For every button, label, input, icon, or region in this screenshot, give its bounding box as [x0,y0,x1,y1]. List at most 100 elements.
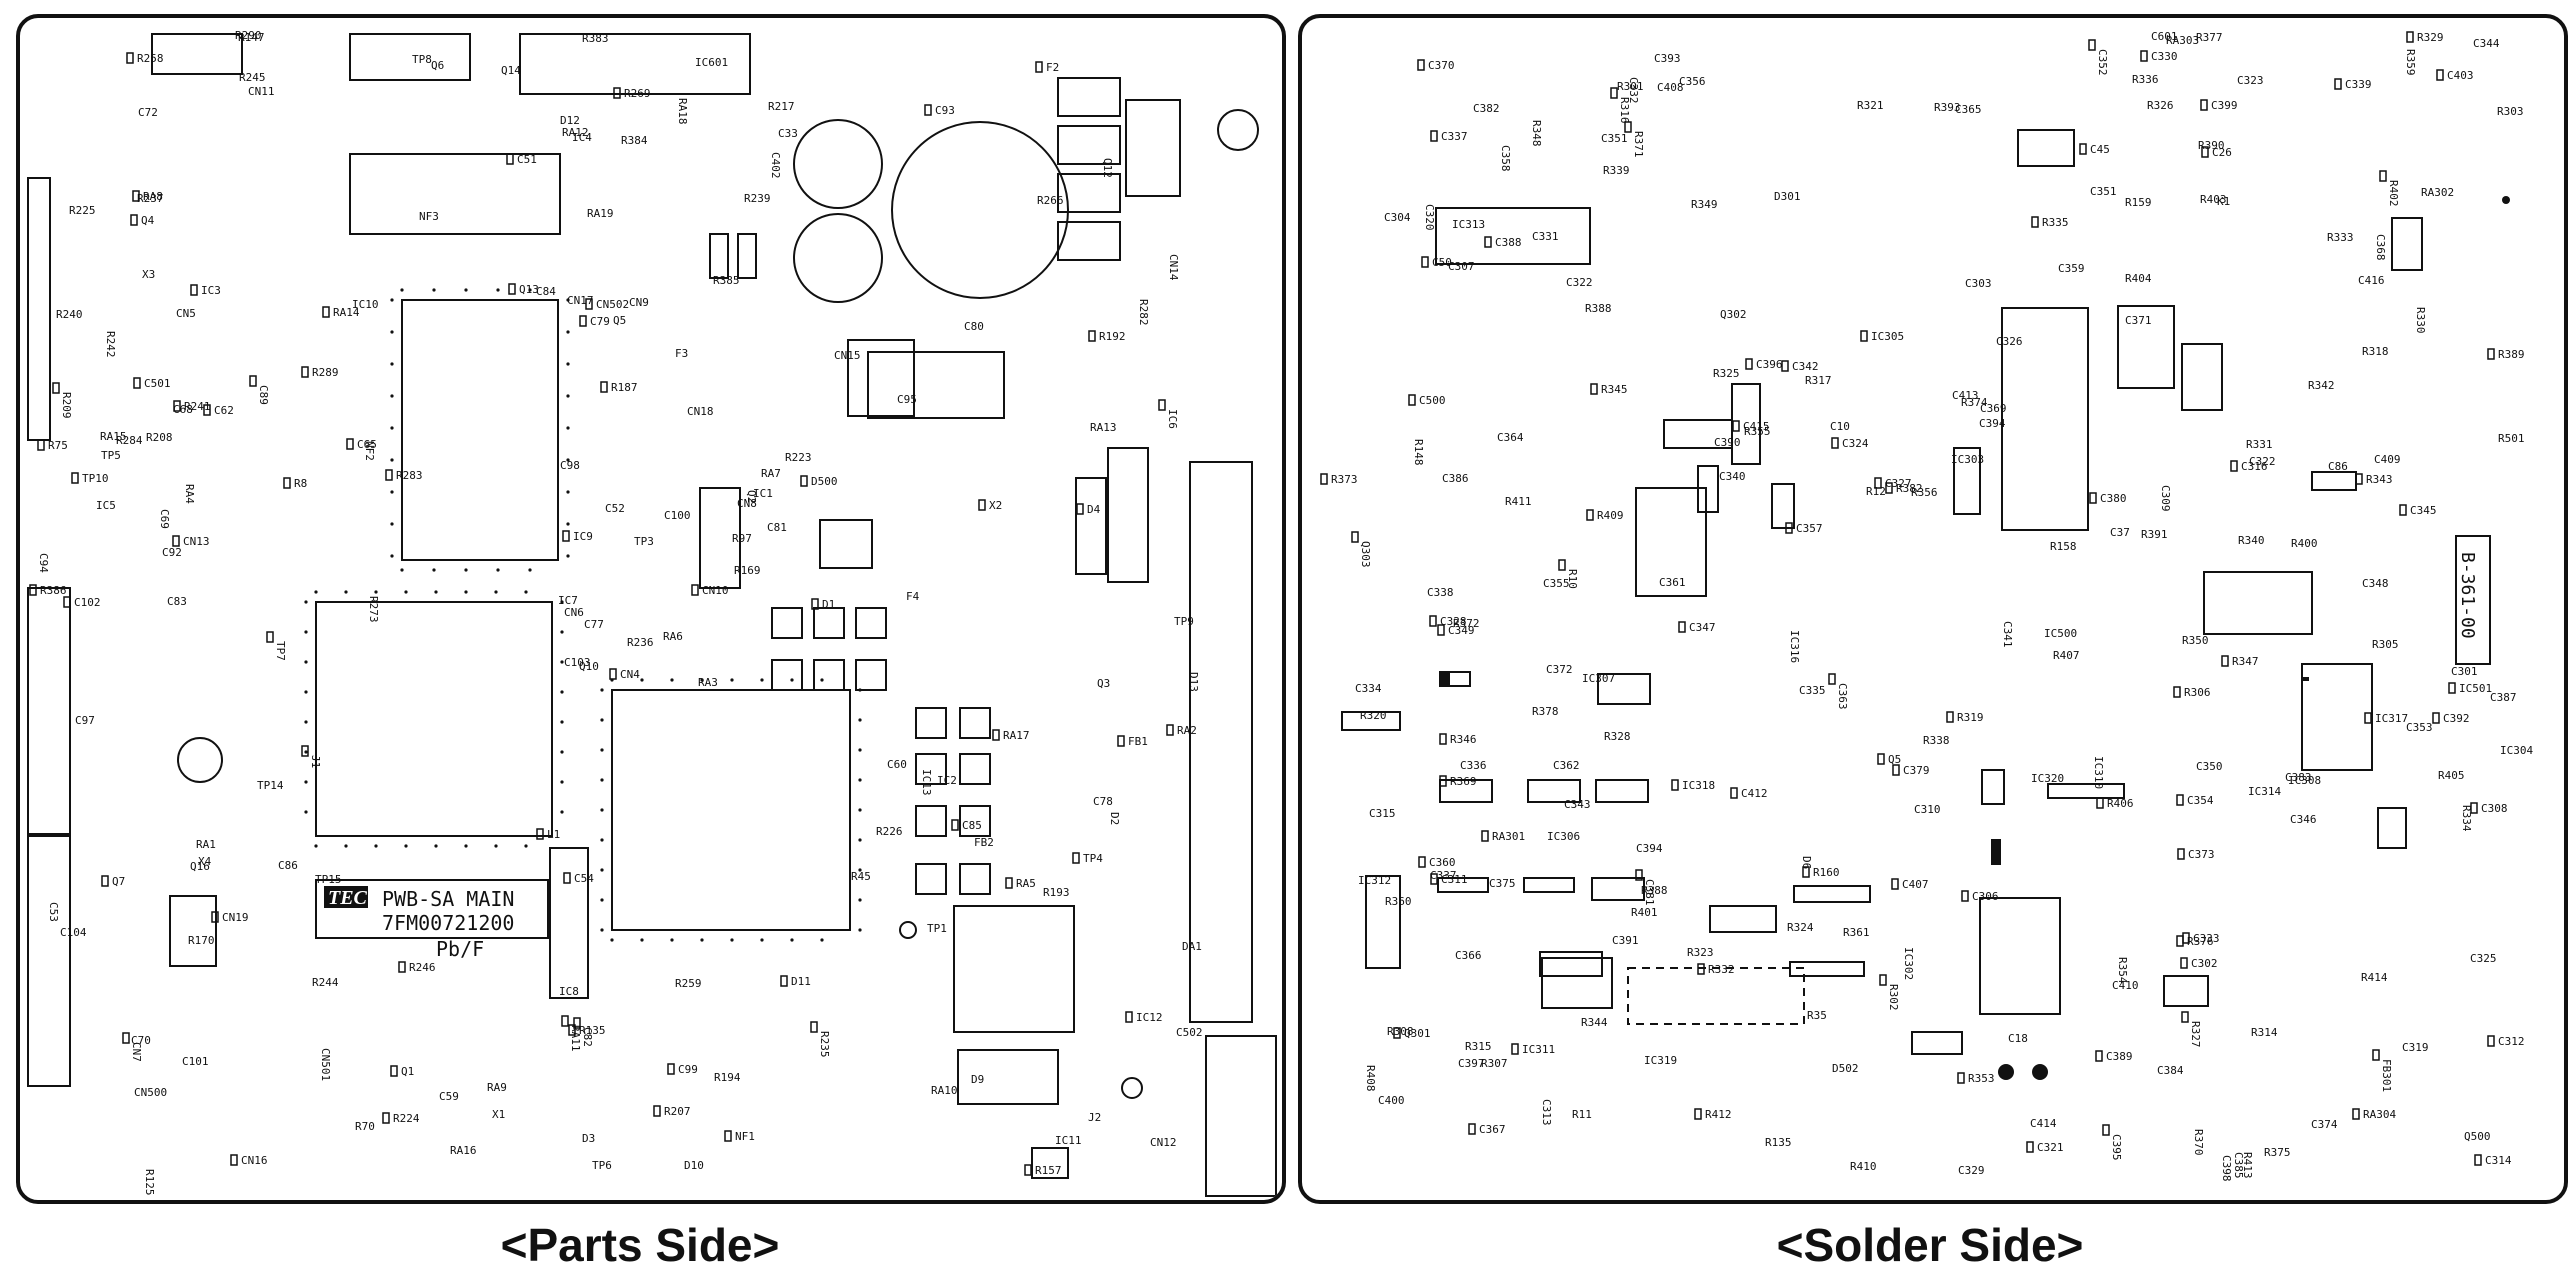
ic-c365 [1953,447,1981,515]
component-label: R411 [1505,495,1532,508]
ic-pin [560,810,564,814]
component-label: Q500 [2464,1130,2491,1143]
component-label: R384 [621,134,648,147]
component-label: Q2 [745,490,758,503]
component-label: C363 [1836,683,1849,710]
component-label: X2 [989,499,1002,512]
ic-pin [600,868,604,872]
ic-pin [304,780,308,784]
ic-upper [349,153,561,235]
component-label: R342 [2308,379,2335,392]
component-label: C394 [1636,842,1663,855]
component-label: NF2 [363,441,376,461]
ic-pin [820,938,824,942]
component-footprint [951,819,959,831]
component-footprint [1421,256,1429,268]
component-label: R340 [2238,534,2265,547]
component-label: IC313 [1452,218,1485,231]
component-label: C501 [144,377,171,390]
component-footprint [780,975,788,987]
component-label: C310 [1914,803,1941,816]
component-label: R345 [1601,383,1628,396]
parts-side-diagram: TEC PWB-SA MAIN 7FM00721200 Pb/F CN4CN5C… [27,29,1277,1197]
component-footprint [1961,890,1969,902]
ic-ic313 [2047,783,2125,799]
component-label: C345 [2410,504,2437,517]
component-label: C333 [2193,932,2220,945]
component-label: TP7 [274,641,287,661]
ic-pin [566,394,570,398]
component-label: C323 [2237,74,2264,87]
component-footprint [1730,787,1738,799]
component-label: R147 [238,31,265,44]
ic-pin [670,938,674,942]
component-label: IC9 [573,530,593,543]
component-label: IC1 [753,487,773,500]
component-label: R283 [396,469,423,482]
component-label: C412 [1741,787,1768,800]
component-label: CN12 [1150,1136,1177,1149]
component-label: C103 [564,656,591,669]
component-label: IC306 [1547,830,1580,843]
component-label: C415 [1743,420,1770,433]
component-footprint [1418,856,1426,868]
component-label: R159 [2125,196,2152,209]
component-label: R266 [1037,194,1064,207]
component-footprint [249,375,257,387]
component-label: C72 [138,106,158,119]
ic-pin [858,718,862,722]
ic-tall-2 [737,233,757,279]
left-lower-connector [27,587,71,835]
ic-pin [434,844,438,848]
component-label: C362 [1553,759,1580,772]
component-label: C98 [560,459,580,472]
component-label: R353 [1968,1072,1995,1085]
component-label: C354 [2187,794,2214,807]
component-label: RA17 [1003,729,1030,742]
component-label: C346 [2290,813,2317,826]
component-label: C83 [167,595,187,608]
component-label: R347 [2232,655,2259,668]
component-label: C330 [2151,50,2178,63]
component-label: R389 [2498,348,2525,361]
ic-large-center [2001,307,2089,531]
component-label: C86 [2328,460,2348,473]
component-label: RA16 [450,1144,477,1157]
component-footprint [2096,797,2104,809]
component-label: C33 [778,127,798,140]
ic-c416-area [1541,957,1613,1009]
component-footprint [1781,360,1789,372]
component-label: RA1 [196,838,216,851]
component-label: R282 [1137,299,1150,326]
component-label: IC316 [1788,630,1801,663]
component-footprint [811,598,819,610]
ic-pin [390,490,394,494]
ic-pin [790,678,794,682]
component-label: C328 [1440,615,1467,628]
component-footprint [1005,877,1013,889]
component-footprint [2031,216,2039,228]
component-label: C51 [517,153,537,166]
component-label: C351 [1601,132,1628,145]
ic-c410 [1365,875,1401,969]
component-label: Q5 [1888,753,1901,766]
component-footprint [1439,775,1447,787]
component-footprint [667,1063,675,1075]
component-footprint [1831,437,1839,449]
component-label: C307 [1448,260,1475,273]
component-label: R390 [2198,139,2225,152]
component-label: C340 [1719,470,1746,483]
component-footprint [1158,399,1166,411]
component-label: C365 [1955,103,1982,116]
component-label: TP5 [101,449,121,462]
component-label: R326 [2147,99,2174,112]
ic-pin [730,678,734,682]
component-label: C332 [1627,77,1640,104]
component-footprint [37,439,45,451]
solder-side-diagram: B-361-00 R306R305R315R316R317R314C311R32… [1320,30,2533,1182]
ic-ic314 [1793,885,1871,903]
component-footprint [1468,1123,1476,1135]
component-label: R410 [1850,1160,1877,1173]
component-footprint [2436,69,2444,81]
component-footprint [1624,121,1632,133]
